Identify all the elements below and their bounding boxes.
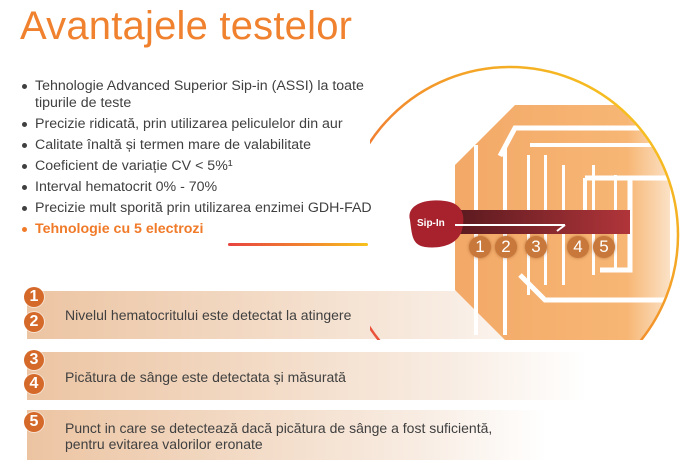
electrode-1: 1 [469, 236, 491, 258]
page-title: Avantajele testelor [20, 4, 353, 48]
electrode-3: 3 [525, 236, 547, 258]
band-text: Picătura de sânge este detectata și măsu… [65, 369, 346, 385]
badge-3: 3 [24, 350, 44, 370]
feature-item: Interval hematocrit 0% - 70% [22, 179, 382, 196]
feature-item: Calitate înaltă și termen mare de valabi… [22, 137, 382, 154]
badge-5: 5 [24, 412, 44, 432]
badge-1: 1 [24, 287, 44, 307]
electrode-5: 5 [593, 236, 615, 258]
feature-item-highlight: Tehnologie cu 5 electrozi [22, 221, 382, 238]
feature-item: Precizie ridicată, prin utilizarea pelic… [22, 116, 382, 133]
badge-4: 4 [24, 374, 44, 394]
info-band-2: Picătura de sânge este detectata și măsu… [27, 352, 587, 400]
band-text: Punct in care se detectează dacă picătur… [65, 420, 492, 452]
feature-item: Coeficient de variație CV < 5%¹ [22, 158, 382, 175]
info-band-3: Punct in care se detectează dacă picătur… [27, 410, 547, 460]
feature-item: Precizie mult sporită prin utilizarea en… [22, 200, 382, 217]
test-strip-illustration [340, 65, 680, 405]
sip-in-label: Sip-In [417, 218, 445, 229]
band-text-line: Punct in care se detectează dacă picătur… [65, 420, 493, 436]
band-text: Nivelul hematocritului este detectat la … [65, 307, 352, 323]
connector-line [228, 243, 368, 246]
electrode-diagram [340, 60, 700, 405]
feature-list: Tehnologie Advanced Superior Sip-in (ASS… [22, 78, 382, 242]
badge-2: 2 [24, 312, 44, 332]
electrode-4: 4 [567, 236, 589, 258]
feature-item: Tehnologie Advanced Superior Sip-in (ASS… [22, 78, 382, 112]
electrode-2: 2 [495, 236, 517, 258]
band-text-line: pentru evitarea valorilor eronate [65, 436, 263, 452]
